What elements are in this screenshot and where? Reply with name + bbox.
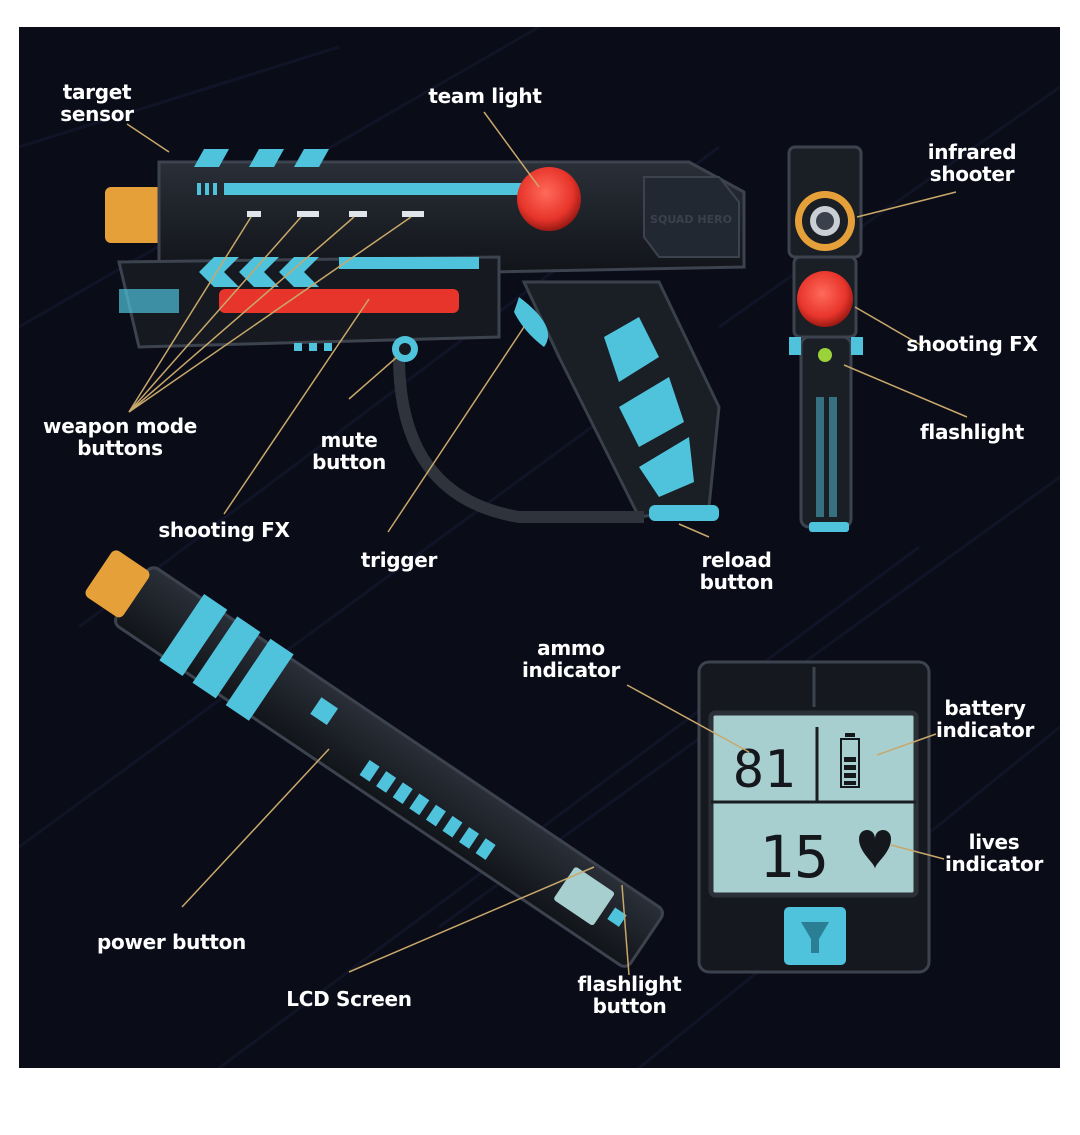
label-ammo-indicator: ammo indicator bbox=[521, 636, 621, 682]
label-mute-button: mute button bbox=[312, 428, 386, 474]
lcd-closeup: 81 15 bbox=[697, 660, 931, 974]
team-light bbox=[517, 167, 581, 231]
shooting-fx-front bbox=[797, 271, 853, 327]
power-button bbox=[310, 697, 339, 726]
label-shooting-fx-front: shooting FX bbox=[906, 332, 1038, 356]
trigger-guard bbox=[393, 356, 644, 523]
flashlight-icon bbox=[801, 922, 829, 953]
label-trigger: trigger bbox=[360, 548, 438, 572]
flashlight-button bbox=[607, 907, 627, 927]
label-infrared-shooter: infrared shooter bbox=[927, 140, 1017, 186]
battery-icon bbox=[840, 733, 860, 788]
muzzle-tip bbox=[105, 187, 165, 243]
label-battery-indicator: battery indicator bbox=[935, 696, 1035, 742]
top-stripes bbox=[194, 149, 329, 167]
slide-blue-strip bbox=[224, 183, 524, 195]
blaster-front-view bbox=[787, 145, 863, 532]
chevrons bbox=[199, 257, 319, 287]
grip-stripes bbox=[604, 317, 694, 497]
blaster-angled-view bbox=[85, 550, 664, 968]
ammo-value: 81 bbox=[733, 740, 796, 800]
small-lcd-screen bbox=[554, 867, 615, 926]
lives-value: 15 bbox=[759, 823, 829, 891]
label-target-sensor: target sensor bbox=[60, 80, 134, 126]
label-flashlight-button: flashlight button bbox=[577, 972, 682, 1018]
trigger bbox=[514, 297, 549, 347]
shooting-fx-bar bbox=[219, 289, 459, 313]
label-power-button: power button bbox=[97, 930, 246, 954]
weapon-mode-buttons bbox=[247, 211, 424, 217]
label-weapon-mode-buttons: weapon mode buttons bbox=[43, 414, 197, 460]
label-team-light: team light bbox=[428, 84, 542, 108]
brand-text: SQUAD HERO bbox=[650, 213, 732, 226]
label-lives-indicator: lives indicator bbox=[944, 830, 1044, 876]
flashlight-lens bbox=[818, 348, 832, 362]
laser-tag-blaster-illustration: SQUAD HERO bbox=[19, 27, 1060, 1068]
label-reload-button: reload button bbox=[699, 548, 774, 594]
label-shooting-fx-side: shooting FX bbox=[158, 518, 290, 542]
reload-button bbox=[649, 505, 719, 521]
brand-badge bbox=[643, 176, 740, 258]
label-flashlight: flashlight bbox=[919, 420, 1025, 444]
diagram-panel: SQUAD HERO bbox=[19, 27, 1060, 1068]
leader-lines bbox=[126, 111, 968, 976]
heart-icon bbox=[859, 830, 891, 869]
label-lcd-screen: LCD Screen bbox=[286, 987, 412, 1011]
blaster-side-view: SQUAD HERO bbox=[105, 149, 746, 523]
